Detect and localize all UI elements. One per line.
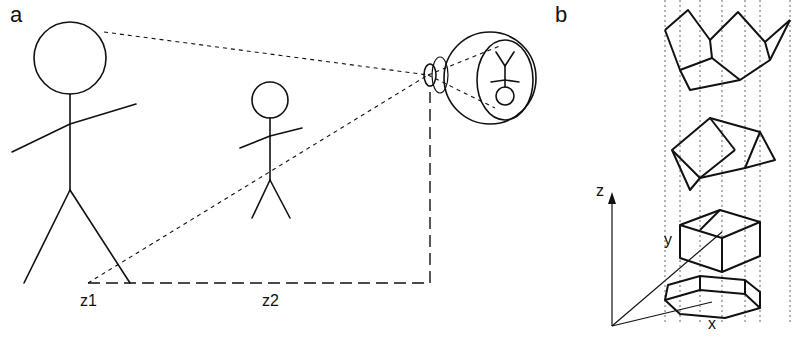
small-figure-head [252,82,288,118]
panel-letter: a [10,4,22,26]
small-figure-body [240,118,302,218]
distance-lines [88,92,430,283]
projection-line [700,0,701,322]
axis-label: z [596,183,604,199]
projection-line [790,0,791,322]
sight-lines [88,32,500,283]
large-figure-body [12,94,136,283]
axis-label: y [664,232,672,248]
large-figure-head [34,22,106,94]
projection-line [745,0,746,322]
panel-letter: b [555,4,567,26]
projection-line [680,0,681,322]
projection-line [665,0,666,322]
distance-label: z1 [80,293,97,309]
wireframe-stack [665,10,790,318]
distance-label: z2 [262,293,279,309]
eye [424,32,536,124]
axis-label: x [708,316,716,332]
projection-line [760,0,761,322]
projection-lines [665,0,790,322]
